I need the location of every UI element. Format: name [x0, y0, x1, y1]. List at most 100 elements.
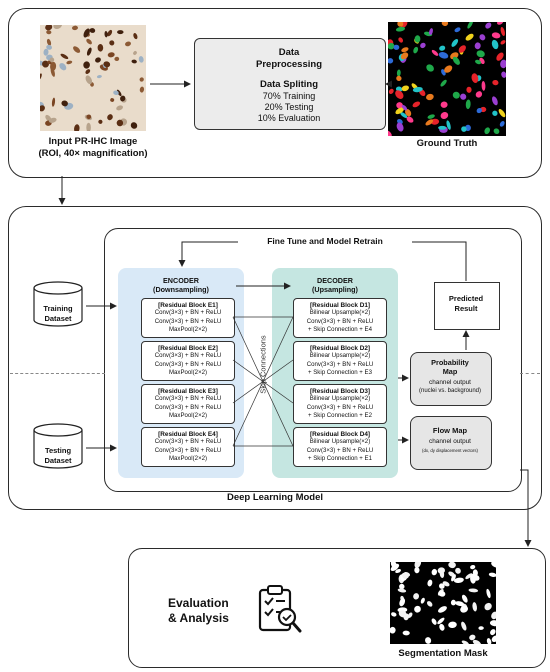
texture-blob [116, 89, 122, 97]
texture-blob [440, 111, 449, 120]
texture-blob [85, 75, 93, 85]
block-line: + Skip Connection + E2 [307, 412, 373, 419]
texture-blob [431, 49, 439, 56]
texture-blob [470, 573, 476, 584]
block-line: Conv(3×3) + BN + ReLU [154, 352, 222, 359]
texture-blob [138, 56, 144, 63]
texture-blob [74, 124, 80, 131]
texture-blob [414, 567, 420, 574]
texture-blob [116, 105, 123, 111]
texture-blob [476, 50, 485, 58]
texture-blob [461, 594, 468, 603]
split-testing: 20% Testing [264, 102, 314, 112]
texture-blob [53, 25, 63, 30]
texture-blob [474, 42, 481, 50]
block-line: Bilinear Upsample(×2) [309, 309, 371, 316]
texture-blob [50, 61, 57, 71]
encoder-block-e1: [Residual Block E1] Conv(3×3) + BN + ReL… [141, 298, 235, 338]
block-line: + Skip Connection + E4 [307, 326, 373, 333]
texture-blob [61, 100, 68, 107]
texture-blob [492, 96, 498, 106]
texture-blob [40, 105, 45, 112]
texture-blob [438, 125, 447, 130]
block-line: Conv(3×3) + BN + ReLU [154, 403, 222, 411]
predicted-result-label: Predicted Result [448, 294, 484, 313]
block-title: [Residual Block D3] [309, 388, 370, 395]
texture-blob [452, 56, 460, 65]
split-evaluation: 10% Evaluation [257, 113, 321, 123]
texture-blob [465, 99, 471, 110]
texture-blob [466, 86, 472, 93]
texture-blob [116, 119, 124, 127]
texture-blob [133, 51, 137, 55]
texture-blob [83, 61, 90, 69]
training-dataset-label: Training Dataset [43, 304, 73, 323]
texture-blob [437, 617, 445, 625]
ground-truth-label: Ground Truth [416, 138, 478, 149]
block-line: MaxPool(2×2) [168, 369, 208, 376]
texture-blob [396, 122, 404, 132]
texture-blob [426, 64, 434, 72]
block-title: [Residual Block E3] [158, 388, 218, 395]
texture-blob [48, 117, 57, 123]
block-title: [Residual Block E4] [158, 431, 218, 438]
texture-blob [484, 127, 490, 135]
texture-blob [86, 114, 92, 120]
texture-blob [117, 30, 124, 35]
block-line: Conv(3×3) + BN + ReLU [154, 395, 222, 402]
texture-blob [131, 59, 137, 64]
texture-blob [390, 563, 400, 572]
decoder-block-d4: [Residual Block D4] Bilinear Upsample(×2… [293, 427, 387, 467]
clipboard-check-icon [256, 584, 302, 636]
texture-blob [120, 95, 126, 102]
block-line: MaxPool(2×2) [168, 455, 208, 462]
texture-blob [448, 562, 456, 569]
texture-blob [442, 581, 450, 587]
block-line: + Skip Connection + E3 [307, 369, 373, 376]
texture-blob [444, 65, 453, 73]
texture-blob [413, 593, 420, 600]
texture-blob [46, 38, 52, 46]
input-ihc-image [40, 25, 146, 131]
block-line: Bilinear Upsample(×2) [309, 438, 371, 445]
texture-blob [446, 120, 451, 130]
texture-blob [425, 119, 434, 126]
texture-blob [479, 34, 486, 41]
texture-blob [89, 28, 96, 33]
texture-blob [45, 25, 53, 31]
encoder-block-e4: [Residual Block E4] Conv(3×3) + BN + ReL… [141, 427, 235, 467]
divider-line [10, 373, 105, 374]
texture-blob [453, 577, 464, 583]
predicted-result-box [434, 282, 500, 330]
texture-blob [395, 26, 406, 32]
texture-blob [500, 59, 506, 69]
segmentation-mask-image [390, 562, 496, 644]
texture-blob [397, 22, 404, 27]
texture-blob [395, 107, 404, 115]
texture-blob [451, 38, 459, 47]
block-line: Conv(3×3) + BN + ReLU [154, 438, 222, 445]
texture-blob [413, 46, 419, 54]
texture-blob [401, 47, 409, 53]
block-title: [Residual Block E2] [158, 345, 218, 352]
texture-blob [486, 588, 491, 599]
encoder-block-e3: [Residual Block E3] Conv(3×3) + BN + ReL… [141, 384, 235, 424]
texture-blob [398, 37, 404, 43]
block-line: Bilinear Upsample(×2) [309, 352, 371, 359]
texture-blob [414, 562, 422, 568]
texture-blob [400, 52, 409, 60]
texture-blob [390, 626, 396, 634]
texture-blob [431, 618, 437, 625]
texture-blob [420, 42, 426, 49]
texture-blob [399, 598, 406, 607]
preprocessing-title: Data Preprocessing [256, 47, 322, 70]
texture-blob [491, 39, 499, 50]
texture-blob [51, 97, 56, 107]
flow-map-desc1: channel output [429, 438, 471, 445]
texture-blob [465, 33, 474, 41]
texture-blob [441, 22, 449, 27]
texture-blob [400, 112, 408, 119]
texture-blob [425, 637, 432, 644]
flow-map-desc2: (dx, dy displacement vectors) [422, 448, 478, 453]
texture-blob [388, 130, 392, 136]
